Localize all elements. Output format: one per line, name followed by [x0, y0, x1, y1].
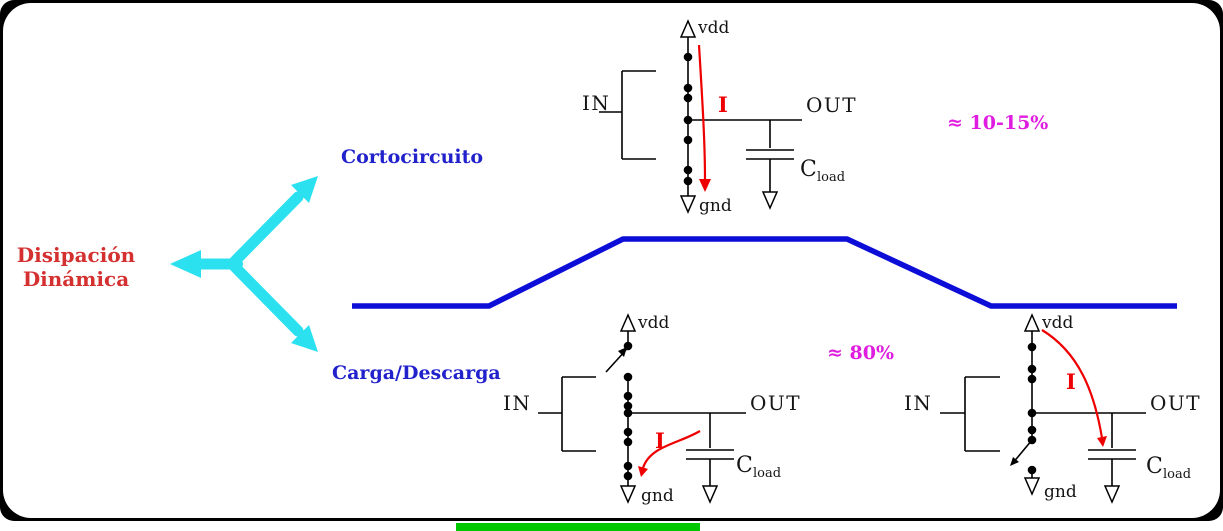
switch-arrow-head-icon	[618, 347, 627, 357]
current-label: I	[655, 428, 665, 453]
gate-wire	[599, 70, 656, 160]
label-short-circuit: Cortocircuito	[341, 146, 483, 168]
current-arrow-head-icon	[638, 466, 648, 477]
cap-ground-arrow-icon	[701, 485, 719, 504]
input-label: IN	[503, 391, 531, 415]
transistor-dot	[683, 93, 693, 103]
cap-subscript: load	[753, 466, 781, 481]
output-label: OUT	[1150, 391, 1201, 415]
load-cap-wire	[1088, 413, 1136, 486]
transistor-dot	[623, 437, 633, 447]
slide-surface	[3, 3, 1220, 518]
charge-inverter: vdd IN OUT C load gnd I	[904, 313, 1201, 504]
bottom-green-bar	[456, 523, 700, 531]
transistor-dot	[1027, 342, 1037, 352]
gnd-arrow-icon	[679, 195, 697, 214]
transistor-dot	[683, 165, 693, 175]
switch-contact-dot	[623, 372, 633, 382]
arrow-to-charge-head-icon	[291, 325, 318, 352]
switch-arrow-head-icon	[1010, 457, 1019, 466]
arrow-to-shortcircuit-line	[229, 191, 304, 267]
short-circuit-percentage: ≈ 10-15%	[947, 112, 1048, 134]
gate-wire	[538, 376, 596, 452]
cap-subscript: load	[817, 170, 845, 185]
transistor-dot	[683, 52, 693, 62]
transistor-dot	[623, 427, 633, 437]
gnd-arrow-icon	[1023, 477, 1041, 496]
discharge-inverter: vdd IN OUT C load gnd I	[503, 313, 801, 506]
output-label: OUT	[806, 93, 857, 117]
cap-label: C	[1146, 454, 1163, 479]
vdd-label: vdd	[1041, 313, 1073, 333]
gnd-label: gnd	[1044, 482, 1077, 502]
switch-contact-dot	[1027, 465, 1037, 475]
transistor-dot	[1027, 374, 1037, 384]
input-label: IN	[904, 391, 932, 415]
cap-label: C	[800, 157, 817, 182]
input-signal-waveform	[352, 236, 1177, 309]
short-circuit-inverter: vdd IN OUT C load gnd I	[582, 18, 857, 216]
transistor-dot	[683, 176, 693, 186]
cap-ground-arrow-icon	[1103, 485, 1121, 504]
current-arrow-line	[1041, 329, 1104, 439]
current-label: I	[1066, 369, 1076, 394]
transistor-dot	[623, 391, 633, 401]
input-label: IN	[582, 91, 610, 115]
output-label: OUT	[750, 391, 801, 415]
transistor-dot	[623, 471, 633, 481]
current-arrow-line	[641, 430, 701, 469]
title-line1: Disipación	[17, 243, 136, 267]
transistor-dot	[683, 83, 693, 93]
current-arrow-head-icon	[699, 179, 711, 192]
gate-wire	[940, 376, 1000, 452]
transistor-dot	[623, 461, 633, 471]
gnd-arrow-icon	[619, 485, 637, 504]
transistor-dot	[683, 135, 693, 145]
cap-label: C	[736, 453, 753, 478]
transistor-dot	[1027, 364, 1037, 374]
transistor-dot	[1027, 425, 1037, 435]
cap-subscript: load	[1163, 467, 1191, 482]
vdd-label: vdd	[637, 313, 669, 333]
transistor-dot	[623, 401, 633, 411]
arrow-to-charge-line	[229, 261, 304, 337]
title-line2: Dinámica	[23, 267, 129, 291]
load-cap-wire	[686, 413, 734, 486]
arrow-to-title-head-icon	[170, 250, 201, 278]
label-charge-discharge: Carga/Descarga	[332, 362, 501, 384]
vdd-label: vdd	[697, 18, 729, 38]
current-arrow-line	[697, 44, 707, 181]
arrow-to-shortcircuit-head-icon	[291, 176, 318, 203]
current-label: I	[718, 92, 728, 117]
title-block: Disipación Dinámica	[17, 243, 136, 291]
branch-arrows	[170, 176, 318, 352]
charge-percentage: ≈ 80%	[827, 342, 894, 364]
current-arrow-head-icon	[1097, 436, 1107, 447]
cap-ground-arrow-icon	[761, 191, 779, 210]
load-cap-wire	[746, 120, 794, 192]
gnd-label: gnd	[699, 196, 732, 216]
gnd-label: gnd	[641, 486, 674, 506]
